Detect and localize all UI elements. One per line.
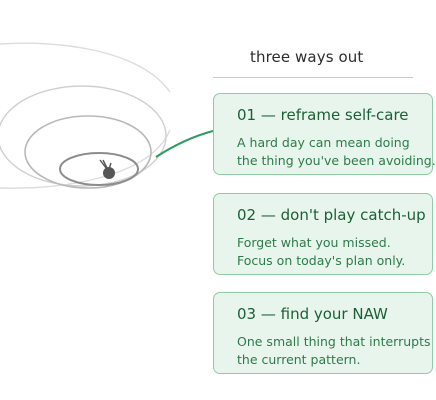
card-body-line: Forget what you missed. (237, 235, 391, 250)
card-body-line: A hard day can mean doing (237, 135, 410, 150)
card-dont-play-catch-up: 02 — don't play catch-up Forget what you… (213, 193, 433, 275)
card-body: One small thing that interrupts the curr… (237, 333, 431, 369)
card-find-your-naw: 03 — find your NAW One small thing that … (213, 292, 433, 374)
section-heading: three ways out (250, 48, 364, 66)
card-body-line: the thing you've been avoiding. (237, 153, 436, 168)
heading-divider (213, 77, 413, 78)
card-reframe-self-care: 01 — reframe self-care A hard day can me… (213, 93, 436, 175)
card-body-line: the current pattern. (237, 352, 361, 367)
connector-arrow (155, 130, 214, 158)
spiral-ring-inner (59, 152, 139, 186)
card-body: A hard day can mean doing the thing you'… (237, 134, 436, 170)
spiral-diagram (0, 42, 214, 189)
card-body: Forget what you missed. Focus on today's… (237, 234, 405, 270)
spiral-ring-3 (24, 115, 152, 189)
card-body-line: Focus on today's plan only. (237, 253, 406, 268)
diagram-stage: three ways out 01 — reframe self-care A … (0, 42, 436, 374)
card-title: 03 — find your NAW (237, 305, 388, 323)
spiral-ring-outer-top (0, 42, 171, 93)
card-title: 02 — don't play catch-up (237, 206, 426, 224)
stick-figure-icon (99, 159, 115, 179)
spiral-ring-2 (0, 85, 167, 187)
spiral-ring-outer (0, 129, 171, 189)
card-body-line: One small thing that interrupts (237, 334, 431, 349)
card-title: 01 — reframe self-care (237, 106, 409, 124)
